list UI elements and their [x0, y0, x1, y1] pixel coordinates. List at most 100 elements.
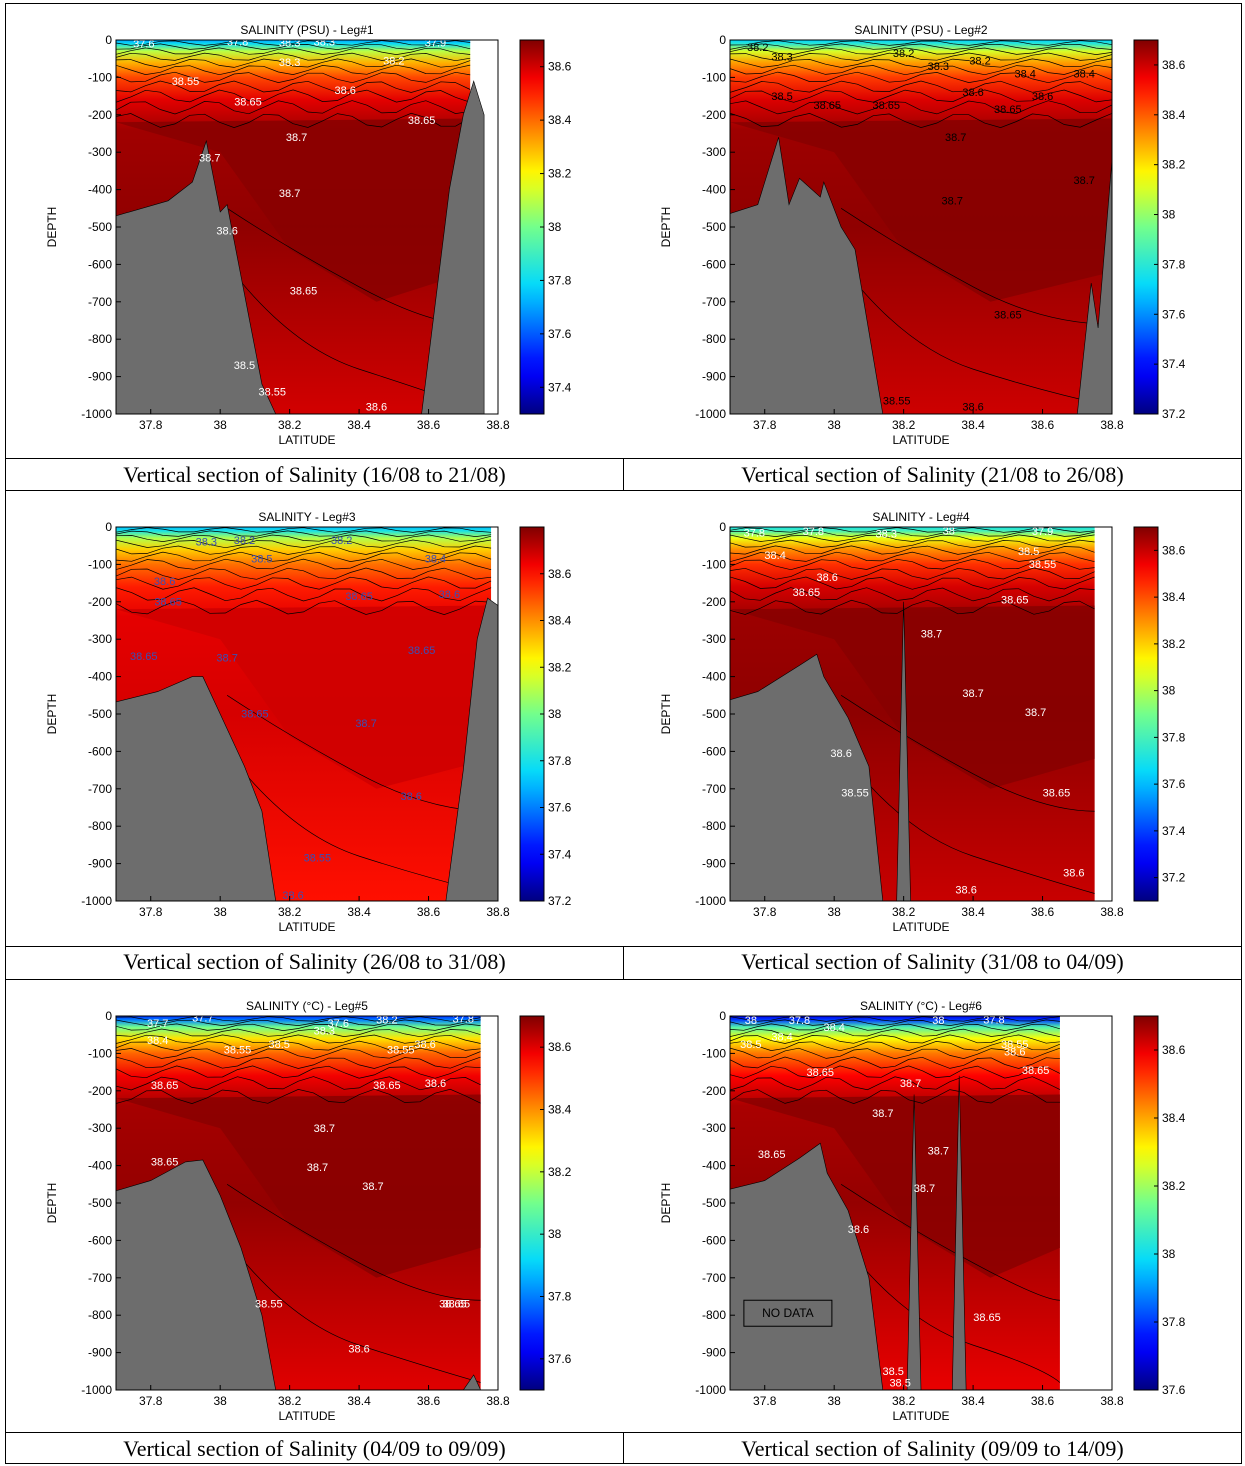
x-tick-label: 38.8: [486, 905, 510, 919]
y-tick-label: -300: [702, 632, 726, 646]
contour-line: [730, 534, 1095, 542]
contour-line: [116, 1088, 481, 1104]
contour-label: 37.7: [192, 1013, 213, 1025]
contour-line: [116, 1019, 481, 1026]
contour-label: 38.4: [1014, 68, 1035, 80]
colorbar-tick-label: 38: [1162, 1247, 1176, 1261]
colorbar-tick-label: 38.2: [548, 1165, 572, 1179]
contour-label: 38: [943, 525, 955, 537]
x-tick-label: 38.6: [417, 418, 441, 432]
colorbar-tick-label: 38.6: [1162, 1043, 1186, 1057]
contour-label: 38.65: [234, 96, 262, 108]
contour-label: 38.65: [345, 591, 373, 603]
contour-label: 38.7: [362, 1181, 383, 1193]
contour-label: 38.6: [216, 225, 237, 237]
contour-label: 38.65: [408, 645, 436, 657]
y-tick-label: -600: [702, 1233, 726, 1247]
y-tick-label: -800: [88, 332, 112, 346]
contour-label: 38.4: [823, 1022, 844, 1034]
x-tick-label: 38.6: [1031, 905, 1055, 919]
contour-label: 38.65: [807, 1067, 835, 1079]
contour-label: 38.6: [425, 1078, 446, 1090]
y-tick-label: -600: [88, 257, 112, 271]
contour-label: 38.5: [740, 1039, 761, 1051]
y-tick-label: 0: [105, 520, 112, 534]
x-tick-label: 38.6: [1031, 418, 1055, 432]
colorbar-tick-label: 38: [548, 220, 562, 234]
y-tick-label: -900: [88, 370, 112, 384]
chart-title: SALINITY (°C) - Leg#5: [246, 999, 368, 1013]
x-axis-label: LATITUDE: [892, 1409, 949, 1423]
contour-line: [730, 52, 1112, 62]
seafloor-left: [116, 1159, 277, 1390]
contour-line: [730, 1040, 1061, 1052]
contour-line: [116, 587, 492, 602]
y-tick-label: -400: [702, 670, 726, 684]
x-axis-label: LATITUDE: [278, 433, 335, 447]
colorbar-tick-label: 37.6: [548, 1352, 572, 1366]
y-tick-label: -1000: [81, 407, 112, 421]
salinity-core: [116, 605, 492, 789]
contour-label: 38.65: [290, 285, 318, 297]
colorbar-tick-label: 38.6: [548, 567, 572, 581]
contour-label: 38.3: [279, 38, 300, 50]
y-tick-label: -100: [702, 557, 726, 571]
x-tick-label: 38: [828, 1394, 842, 1408]
contour-label: 38.5: [234, 360, 255, 372]
y-tick-label: -800: [88, 1308, 112, 1322]
y-tick-label: -400: [88, 183, 112, 197]
contour-label: 38.3: [876, 528, 897, 540]
contour-label: 37.8: [803, 526, 824, 538]
contour-line: [116, 1040, 481, 1052]
y-tick-label: -1000: [695, 1383, 726, 1397]
contour-label: 38.3: [771, 52, 792, 64]
contour-label: 38.3: [279, 57, 300, 69]
y-tick-label: -300: [702, 1121, 726, 1135]
contour-line: [226, 695, 492, 812]
contour-line: [226, 1240, 481, 1383]
contour-label: 38.7: [900, 1078, 921, 1090]
contour-label: 38.7: [355, 718, 376, 730]
contour-label: 38.5: [889, 1377, 910, 1389]
contour-line: [840, 208, 1112, 325]
y-tick-label: -700: [702, 782, 726, 796]
contour-line: [116, 1065, 481, 1079]
contour-label: 38.7: [962, 688, 983, 700]
contour-label: 37.8: [227, 37, 248, 49]
contour-label: 38.4: [147, 1035, 168, 1047]
contour-line: [116, 71, 471, 84]
contour-label: 38.7: [199, 153, 220, 165]
y-tick-label: -800: [88, 819, 112, 833]
colorbar-tick-label: 38.2: [1162, 158, 1186, 172]
x-tick-label: 38.8: [1100, 1394, 1124, 1408]
x-axis-label: LATITUDE: [278, 1409, 335, 1423]
contour-label: 38.6: [334, 85, 355, 97]
y-tick-label: -700: [88, 782, 112, 796]
grid-col-line-1: [623, 458, 624, 491]
chart-caption: Vertical section of Salinity (26/08 to 3…: [123, 949, 506, 974]
contour-label: 38.7: [942, 196, 963, 208]
grid-border-left: [5, 3, 6, 1464]
salinity-core: [116, 118, 471, 302]
contour-line: [116, 47, 471, 55]
grid-col-line-3: [623, 1432, 624, 1464]
chart-caption: Vertical section of Salinity (21/08 to 2…: [741, 462, 1124, 487]
contour-label: 38.2: [383, 55, 404, 67]
colorbar: [1133, 526, 1159, 902]
salinity-core: [730, 118, 1112, 302]
y-axis-label: DEPTH: [659, 694, 673, 735]
y-tick-label: 0: [105, 1009, 112, 1023]
x-tick-label: 38.8: [1100, 905, 1124, 919]
y-tick-label: -900: [702, 370, 726, 384]
colorbar-tick-label: 37.6: [1162, 307, 1186, 321]
y-tick-label: 0: [719, 33, 726, 47]
colorbar-tick-label: 38.4: [548, 1103, 572, 1117]
y-tick-label: -600: [702, 257, 726, 271]
contour-line: [116, 551, 492, 563]
y-axis-label: DEPTH: [659, 207, 673, 248]
contour-line: [116, 567, 492, 580]
